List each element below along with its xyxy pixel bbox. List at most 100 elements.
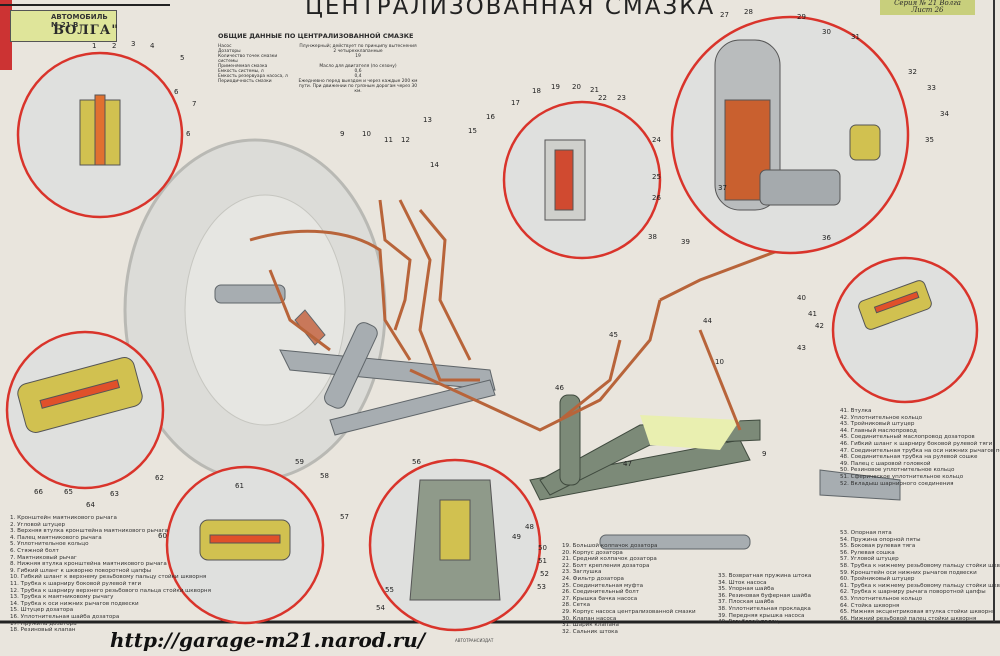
legend-item: 16. Уплотнительная шайба дозатора: [10, 613, 120, 620]
legend-item: 44. Главный маслопровод: [840, 427, 917, 434]
legend-item: 51. Сферическое уплотнительное кольцо: [840, 473, 964, 480]
general-data-value: 0,6: [354, 69, 362, 74]
general-data-key: Количество точек смазки системы: [218, 54, 278, 64]
callout-number: 27: [720, 11, 729, 19]
callout-number: 49: [512, 533, 521, 541]
legend-item: 10. Гибкий шланг к верхнему резьбовому п…: [10, 574, 207, 581]
legend-item: 55. Боковая рулевая тяга: [840, 543, 916, 550]
legend-item: 40. Резьбовой палец: [718, 619, 779, 626]
volga-logo: АВТОМОБИЛЬ М-21 В ВОЛГА": [10, 10, 120, 42]
legend-item: 43. Тройниковый штуцер: [840, 421, 915, 428]
callout-number: 62: [155, 474, 164, 482]
legend-item: 46. Гибкий шланг к шарниру боковой рулев…: [840, 440, 993, 447]
legend-item: 53. Опорная пята: [840, 530, 892, 536]
callout-number: 3: [131, 40, 136, 48]
callout-number: 47: [623, 460, 632, 468]
legend-item: 45. Соединительный маслопровод дозаторов: [840, 434, 975, 441]
callout-number: 22: [598, 94, 607, 102]
legend-item: 60. Тройниковый штуцер: [840, 576, 915, 583]
callout-number: 33: [927, 84, 936, 92]
logo-model: АВТОМОБИЛЬ М-21 В: [51, 13, 108, 29]
callout-number: 65: [64, 488, 73, 496]
general-data-value: Масло для двигателя (по сезону): [319, 64, 397, 69]
callout-number: 52: [540, 570, 549, 578]
legend-item: 29. Корпус насоса централизованной смазк…: [562, 608, 696, 615]
callout-number: 31: [851, 33, 860, 41]
legend-item: 58. Трубка к нижнему резьбовому пальцу с…: [840, 562, 1000, 569]
callout-number: 28: [744, 8, 753, 16]
legend-item: 13. Трубка к маятниковому рычагу: [10, 594, 114, 601]
legend-item: 18. Резиновый клапан: [10, 627, 76, 634]
callout-number: 45: [609, 331, 618, 339]
callout-number: 51: [538, 557, 547, 565]
legend-item: 21. Средний колпачок дозатора: [562, 556, 657, 563]
callout-number: 24: [652, 136, 661, 144]
callout-number: 19: [551, 83, 560, 91]
legend-item: 41. Втулка: [840, 408, 872, 414]
legend-item: 4. Палец маятникового рычага: [10, 534, 102, 541]
legend-item: 37. Плоская шайба: [718, 599, 774, 606]
callout-number: 58: [320, 472, 329, 480]
callout-number: 13: [423, 116, 432, 124]
general-data-heading: ОБЩИЕ ДАННЫЕ ПО ЦЕНТРАЛИЗОВАННОЙ СМАЗКЕ: [218, 32, 414, 40]
legend-item: 66. Нижний резьбовой палец стойки шкворн…: [840, 615, 977, 622]
legend-item: 27. Крышка бачка насоса: [562, 595, 638, 602]
callout-number: 63: [110, 490, 119, 498]
callout-number: 25: [652, 173, 661, 181]
callout-number: 60: [158, 532, 167, 540]
general-data-key: Насос: [218, 44, 232, 49]
general-data-value: 0,4: [354, 74, 362, 79]
callout-number: 34: [940, 110, 949, 118]
callout-number: 43: [797, 344, 806, 352]
legend-item: 33. Возвратная пружина штока: [718, 573, 812, 579]
callout-number: 11: [384, 136, 393, 144]
callout-number: 40: [797, 294, 806, 302]
source-url[interactable]: http://garage-m21.narod.ru/: [110, 628, 426, 652]
legend-item: 2. Угловой штуцер: [10, 521, 66, 528]
general-data-value: Ежедневно перед выездом и через каждые 2…: [298, 79, 418, 94]
general-data-key: Периодичность смазки: [218, 79, 272, 84]
general-data-row: Емкость системы, л 0,6: [218, 69, 418, 74]
legend-item: 1. Кронштейн маятникового рычага: [10, 515, 117, 521]
callout-number: 57: [340, 513, 349, 521]
callout-number: 50: [538, 544, 547, 552]
legend-item: 23. Заглушка: [562, 569, 602, 576]
general-data-value: Плунжерный; действует по принципу вытесн…: [299, 44, 417, 49]
legend-item: 63. Уплотнительное кольцо: [840, 595, 923, 602]
callout-number: 20: [572, 83, 581, 91]
legend-item: 28. Сетка: [562, 602, 591, 609]
callout-number: 14: [430, 161, 439, 169]
callout-number: 53: [537, 583, 546, 591]
general-data-key: Емкость системы, л: [218, 69, 264, 74]
general-data-row: Периодичность смазки Ежедневно перед выез…: [218, 79, 418, 94]
poster-edge: [0, 0, 12, 70]
legend-item: 54. Пружина опорной пяты: [840, 536, 921, 543]
callout-number: 54: [376, 604, 385, 612]
callout-number: 4: [150, 42, 155, 50]
callout-number: 9: [762, 450, 767, 458]
callout-number: 46: [555, 384, 564, 392]
legend-item: 38. Уплотнительная прокладка: [718, 605, 811, 612]
sheet-badge: Серия № 21 Волга Лист 26: [880, 0, 975, 15]
legend-item: 62. Трубка к шарниру рычага поворотной ц…: [840, 589, 986, 596]
callout-number: 16: [486, 113, 495, 121]
legend-item: 32. Сальник штока: [562, 628, 618, 635]
callout-number: 30: [822, 28, 831, 36]
legend-item: 26. Соединительный болт: [562, 589, 640, 596]
callout-number: 36: [822, 234, 831, 242]
logo-name: ВОЛГА": [53, 23, 120, 38]
callout-number: 7: [192, 100, 197, 108]
callout-number: 42: [815, 322, 824, 330]
callout-number: 15: [468, 127, 477, 135]
legend-item: 22. Болт крепления дозатора: [562, 562, 650, 569]
legend-item: 15. Штуцер дозатора: [10, 607, 74, 614]
